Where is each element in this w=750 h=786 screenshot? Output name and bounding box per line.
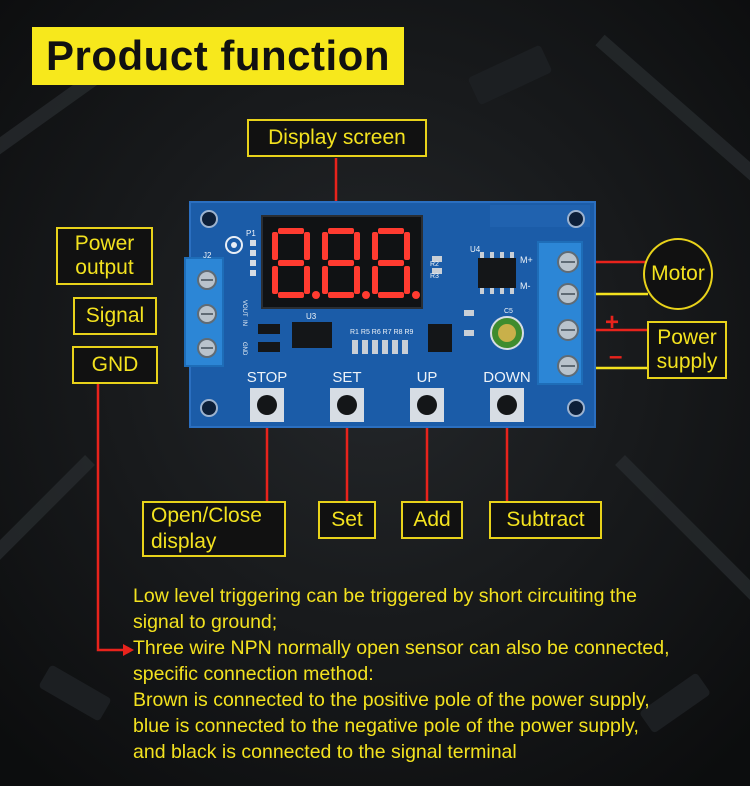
- label-set: Set: [318, 501, 376, 539]
- page-title: Product function: [32, 27, 404, 85]
- label-gnd: GND: [72, 346, 158, 384]
- label-subtract: Subtract: [489, 501, 602, 539]
- usage-notes: Low level triggering can be triggered by…: [133, 585, 670, 763]
- plus-sign: +: [605, 309, 620, 336]
- label-power-output: Power output: [56, 227, 153, 285]
- label-signal: Signal: [73, 297, 157, 335]
- label-power-supply: Power supply: [647, 321, 727, 379]
- minus-sign: –: [609, 343, 623, 370]
- label-open-close-display: Open/Close display: [142, 501, 286, 557]
- label-add: Add: [401, 501, 463, 539]
- label-motor: Motor: [643, 238, 713, 310]
- label-display-screen: Display screen: [247, 119, 427, 157]
